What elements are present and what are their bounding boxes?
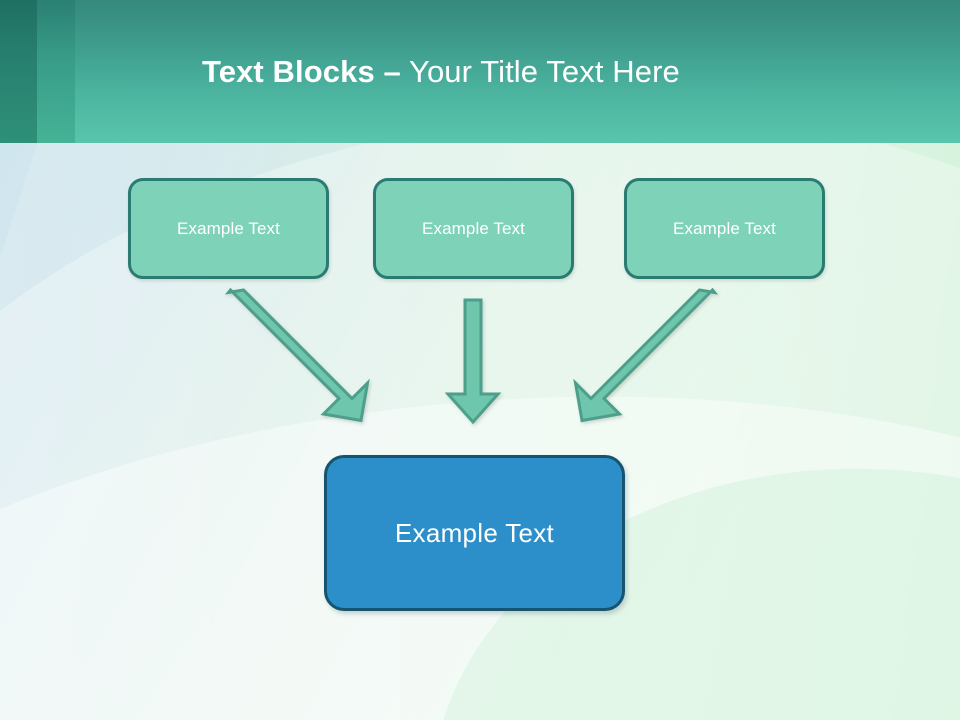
page-title-light: Your Title Text Here: [400, 54, 680, 89]
header-banner: [0, 0, 960, 143]
top-box-2[interactable]: Example Text: [373, 178, 574, 279]
header-accent-band-mid: [37, 0, 75, 143]
top-box-3-label: Example Text: [673, 218, 776, 238]
top-box-1-label: Example Text: [177, 218, 280, 238]
top-box-3[interactable]: Example Text: [624, 178, 825, 279]
bottom-box[interactable]: Example Text: [324, 455, 625, 611]
header-accent-band-dark: [0, 0, 37, 143]
bottom-box-label: Example Text: [394, 517, 555, 548]
page-title-bold: Text Blocks –: [202, 54, 401, 89]
top-box-1[interactable]: Example Text: [128, 178, 329, 279]
page-title: Text Blocks – Your Title Text Here: [202, 52, 680, 92]
top-box-2-label: Example Text: [422, 218, 525, 238]
